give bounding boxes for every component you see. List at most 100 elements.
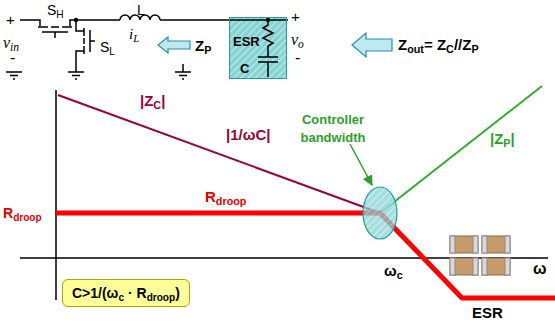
text-part: L: [133, 32, 139, 44]
text-part: Controller bandwidth: [301, 112, 368, 145]
text-holder: ESR: [233, 32, 260, 50]
switch-name-holder: SH: [47, 1, 64, 19]
ground-symbol: [68, 72, 84, 79]
signal-name-holder: vin: [3, 34, 19, 52]
curve-label-holder: |1/ωC|: [226, 126, 270, 144]
axis-name-holder: ω: [533, 260, 547, 278]
text-part: -: [10, 49, 15, 66]
text-part: C>1/(ω: [72, 285, 118, 301]
chip-terminal: [450, 236, 455, 253]
text-part: R: [205, 188, 216, 205]
impedance-formula-holder: Zout= ZC//ZP: [398, 36, 479, 54]
design-condition: C>1/(ωc · Rdroop): [72, 284, 180, 302]
capacitor-block: ESR C: [229, 17, 287, 79]
switch-name: SH: [47, 2, 64, 18]
text-part: |Z: [140, 92, 153, 109]
text-part: R: [3, 205, 13, 221]
curve-label-holder: |ZC|: [140, 92, 165, 110]
switch-name: SL: [100, 39, 115, 55]
text-part: P: [471, 43, 478, 55]
text-part: out: [407, 43, 424, 55]
axis-value: Rdroop: [3, 205, 42, 221]
curve-label: ESR: [472, 304, 503, 321]
impedance-formula: Zout= ZC//ZP: [398, 36, 479, 53]
curve-label-holder: ESR: [472, 304, 503, 322]
resistor-symbol: [263, 20, 273, 57]
text-part: v: [3, 34, 10, 51]
wire: [20, 20, 40, 26]
text-part: v: [291, 31, 298, 48]
chip-capacitor: [450, 236, 478, 253]
inductor-name-holder: L: [137, 1, 145, 19]
chip-terminal: [473, 236, 478, 253]
text-part: L: [109, 46, 115, 57]
signal-name: vo: [291, 31, 304, 48]
chip-terminal: [473, 258, 478, 275]
text-part: droop: [147, 292, 176, 303]
high-side-mosfet-channel: [38, 26, 72, 28]
chip-terminal: [482, 258, 487, 275]
text-part: = Z: [424, 36, 446, 53]
curve-label-holder: |ZP|: [490, 130, 515, 148]
signal-name: vin: [3, 34, 19, 51]
text-part: P: [503, 137, 510, 149]
text-part: c: [397, 269, 403, 281]
text-part: |Z: [490, 130, 503, 147]
text-part: ESR: [233, 34, 260, 49]
text-part: S: [100, 39, 109, 55]
buck-circuit: [6, 15, 288, 79]
text-part: i: [129, 26, 133, 42]
curve-label: Rdroop: [205, 188, 246, 205]
inductor-impedance-line: [380, 86, 542, 213]
chip-capacitor: [450, 258, 478, 275]
inductor-name: L: [137, 2, 145, 18]
capacitor-symbol: [258, 57, 278, 77]
impedance-arrow: [158, 37, 190, 53]
text-part: P: [204, 44, 211, 56]
terminal-sign-holder: +: [6, 11, 15, 29]
part-name: C: [240, 61, 249, 76]
text-part: |: [511, 130, 515, 147]
terminal-sign-holder: -: [295, 49, 300, 67]
annotation-holder: Controller bandwidth: [288, 110, 378, 145]
curve-label: |ZC|: [140, 92, 165, 109]
chip-terminal: [450, 258, 455, 275]
terminal-sign-holder: -: [10, 49, 15, 67]
junction-dot: [266, 18, 270, 22]
terminal-sign-holder: +: [291, 8, 300, 26]
chip-capacitors: [450, 236, 510, 275]
chip-terminal: [505, 236, 510, 253]
text-part: ω: [533, 260, 547, 277]
chip-terminal: [482, 236, 487, 253]
switch-name-holder: SL: [100, 38, 115, 56]
condition-box: C>1/(ωc · Rdroop): [62, 279, 190, 307]
text-part: droop: [216, 195, 247, 207]
axis-value: ωc: [384, 262, 403, 279]
axis-value-holder: ωc: [384, 262, 403, 280]
crossover-highlight: [363, 187, 397, 239]
plot-axes: [20, 90, 548, 300]
chip-capacitor: [482, 236, 510, 253]
text-part: +: [6, 11, 15, 28]
capacitor-block-ground: [229, 17, 287, 79]
part-name: ESR: [233, 34, 260, 49]
text-part: C: [446, 43, 454, 55]
leader-arrow: [350, 144, 372, 185]
text-part: |1/ωC|: [226, 126, 270, 143]
text-part: c: [118, 292, 124, 303]
text-part: ): [175, 285, 180, 301]
curve-label: |1/ωC|: [226, 126, 270, 143]
high-side-mosfet-gate: [42, 32, 68, 38]
text-part: Z: [195, 37, 204, 54]
impedance-arrow: [352, 33, 392, 57]
terminal-sign: -: [295, 49, 300, 66]
ground-symbol: [6, 72, 22, 79]
text-part: Z: [398, 36, 407, 53]
text-part: S: [47, 2, 56, 18]
text-part: L: [137, 2, 145, 18]
capacitor-impedance-line: [58, 95, 380, 213]
under-layer: [229, 17, 287, 79]
chip-capacitor: [482, 258, 510, 275]
text-part: ESR: [472, 304, 503, 321]
